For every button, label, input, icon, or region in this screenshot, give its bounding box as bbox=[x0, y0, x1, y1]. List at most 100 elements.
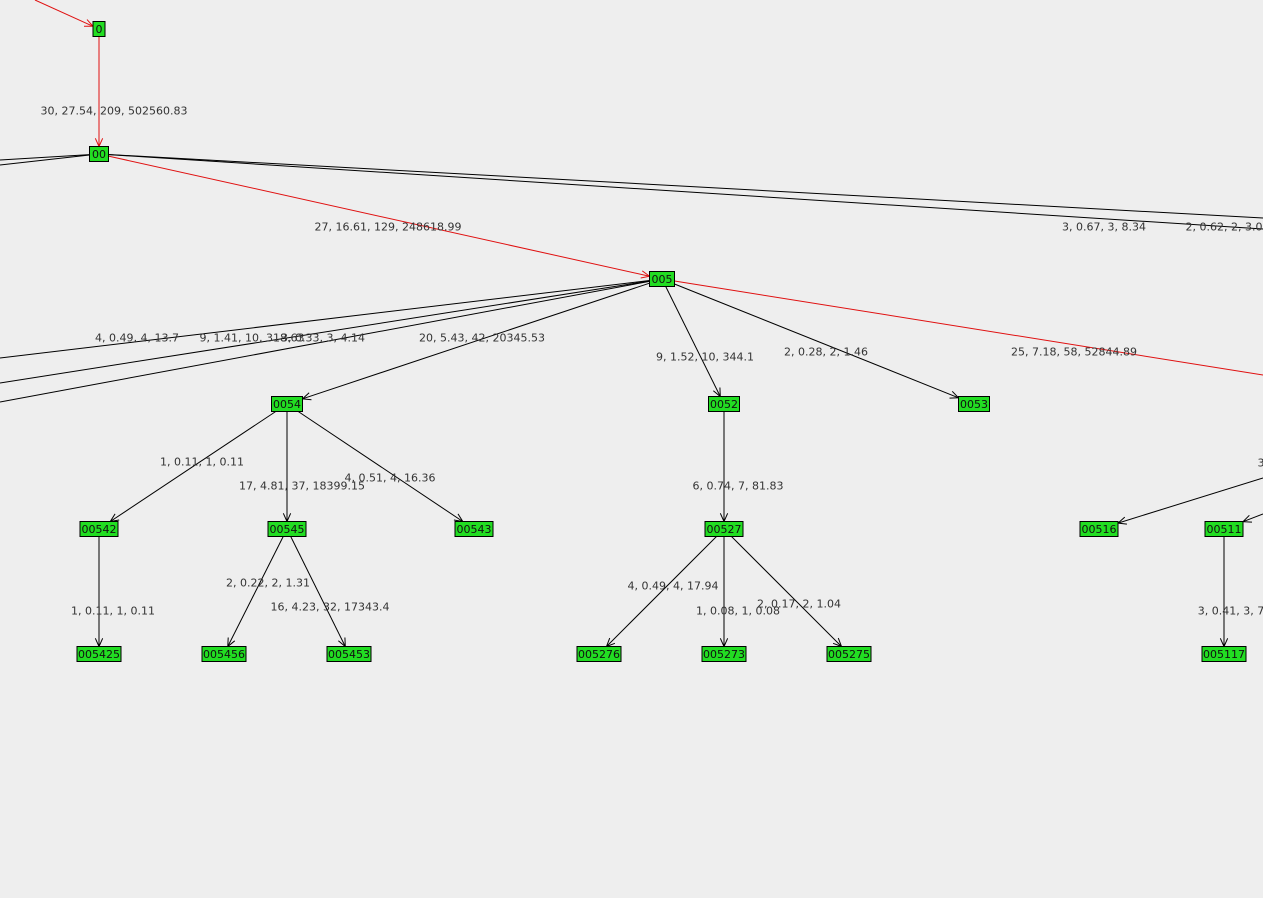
edge-label: 3, 0.41, 3, 7 bbox=[1198, 605, 1263, 618]
node-00545[interactable]: 00545 bbox=[267, 521, 307, 537]
node-00516[interactable]: 00516 bbox=[1079, 521, 1119, 537]
edge-005-left-c bbox=[0, 280, 650, 403]
node-label: 00542 bbox=[82, 523, 117, 536]
node-005273[interactable]: 005273 bbox=[701, 646, 747, 662]
node-00543[interactable]: 00543 bbox=[454, 521, 494, 537]
node-005[interactable]: 005 bbox=[649, 271, 675, 287]
edge-label: 25, 7.18, 58, 52844.89 bbox=[1011, 346, 1137, 359]
edge-label: 2, 0.22, 2, 1.31 bbox=[226, 577, 310, 590]
node-005456[interactable]: 005456 bbox=[201, 646, 247, 662]
edge-00545-005453 bbox=[290, 536, 346, 647]
edge-label: 2, 0.17, 2, 1.04 bbox=[757, 598, 841, 611]
node-label: 00 bbox=[92, 148, 106, 161]
node-label: 0054 bbox=[273, 398, 301, 411]
edge-label: 2, 0.28, 2, 1.46 bbox=[784, 346, 868, 359]
edge-right-00516 bbox=[1117, 477, 1263, 524]
node-box[interactable] bbox=[1079, 521, 1119, 537]
edge-label: 16, 4.23, 32, 17343.4 bbox=[271, 601, 390, 614]
node-label: 005275 bbox=[828, 648, 870, 661]
edge-label: 3 bbox=[1258, 457, 1263, 470]
node-0[interactable]: 0 bbox=[92, 21, 106, 37]
node-box[interactable] bbox=[1204, 521, 1244, 537]
edge-0054-00542 bbox=[110, 411, 276, 522]
node-box[interactable] bbox=[826, 646, 872, 662]
node-00527[interactable]: 00527 bbox=[704, 521, 744, 537]
node-box[interactable] bbox=[76, 646, 122, 662]
edge-005-right bbox=[674, 280, 1263, 376]
edge-label: 6, 0.74, 7, 81.83 bbox=[693, 480, 784, 493]
node-005275[interactable]: 005275 bbox=[826, 646, 872, 662]
node-box[interactable] bbox=[701, 646, 747, 662]
edge-005-0054 bbox=[302, 282, 650, 400]
node-box[interactable] bbox=[201, 646, 247, 662]
node-label: 0 bbox=[96, 23, 103, 36]
node-box[interactable] bbox=[576, 646, 622, 662]
node-label: 005276 bbox=[578, 648, 620, 661]
node-005117[interactable]: 005117 bbox=[1201, 646, 1247, 662]
edge-label: 4, 0.51, 4, 16.36 bbox=[345, 472, 436, 485]
edge-00527-005275 bbox=[731, 536, 842, 647]
node-box[interactable] bbox=[958, 396, 990, 412]
edge-0054-00543 bbox=[297, 411, 464, 522]
node-00[interactable]: 00 bbox=[89, 146, 109, 162]
node-label: 005273 bbox=[703, 648, 745, 661]
edge-label: 1, 0.11, 1, 0.11 bbox=[71, 605, 155, 618]
edge-labels-layer: 30, 27.54, 209, 502560.83 27, 16.61, 129,… bbox=[41, 105, 1263, 618]
node-0052[interactable]: 0052 bbox=[708, 396, 740, 412]
edge-label: 3, 0.67, 3, 8.34 bbox=[1062, 221, 1146, 234]
node-box[interactable] bbox=[271, 396, 303, 412]
node-box[interactable] bbox=[1201, 646, 1247, 662]
edges-layer bbox=[0, 0, 1263, 648]
edge-label: 9, 1.52, 10, 344.1 bbox=[656, 351, 754, 364]
node-005453[interactable]: 005453 bbox=[326, 646, 372, 662]
edge-label: 27, 16.61, 129, 248618.99 bbox=[315, 221, 462, 234]
node-box[interactable] bbox=[267, 521, 307, 537]
edge-00545-005456 bbox=[227, 536, 284, 647]
node-box[interactable] bbox=[704, 521, 744, 537]
node-label: 005 bbox=[652, 273, 673, 286]
edge-005-left-b bbox=[0, 280, 650, 384]
node-label: 0052 bbox=[710, 398, 738, 411]
node-box[interactable] bbox=[92, 21, 106, 37]
node-box[interactable] bbox=[454, 521, 494, 537]
node-label: 00511 bbox=[1207, 523, 1242, 536]
node-005425[interactable]: 005425 bbox=[76, 646, 122, 662]
edge-label: 17, 4.81, 37, 18399.15 bbox=[239, 480, 365, 493]
node-label: 00543 bbox=[457, 523, 492, 536]
node-label: 005425 bbox=[78, 648, 120, 661]
node-box[interactable] bbox=[649, 271, 675, 287]
node-label: 005456 bbox=[203, 648, 245, 661]
edge-right-00511 bbox=[1242, 513, 1263, 523]
node-box[interactable] bbox=[89, 146, 109, 162]
edge-005-left-a bbox=[0, 279, 650, 359]
edge-00-left-a bbox=[0, 154, 90, 161]
edge-label: 1, 0.08, 1, 0.08 bbox=[696, 605, 780, 618]
edge-00527-005276 bbox=[606, 536, 717, 647]
edge-005-0052 bbox=[665, 286, 721, 397]
edge-label: 4, 0.49, 4, 13.7 bbox=[95, 332, 179, 345]
node-005276[interactable]: 005276 bbox=[576, 646, 622, 662]
node-box[interactable] bbox=[708, 396, 740, 412]
edge-00-right-a bbox=[108, 154, 1263, 219]
node-00511[interactable]: 00511 bbox=[1204, 521, 1244, 537]
node-box[interactable] bbox=[326, 646, 372, 662]
node-label: 00516 bbox=[1082, 523, 1117, 536]
node-00542[interactable]: 00542 bbox=[79, 521, 119, 537]
edge-label: 9, 1.41, 10, 318.63 bbox=[200, 332, 305, 345]
edge-00-005 bbox=[108, 155, 650, 277]
edge-root-0 bbox=[34, 0, 94, 27]
node-label: 0053 bbox=[960, 398, 988, 411]
node-0053[interactable]: 0053 bbox=[958, 396, 990, 412]
node-0054[interactable]: 0054 bbox=[271, 396, 303, 412]
node-label: 00527 bbox=[707, 523, 742, 536]
edge-00-right-b bbox=[108, 154, 1263, 230]
edge-label: 30, 27.54, 209, 502560.83 bbox=[41, 105, 188, 118]
edge-label: 1, 0.11, 1, 0.11 bbox=[160, 456, 244, 469]
edge-label: 20, 5.43, 42, 20345.53 bbox=[419, 332, 545, 345]
edge-label: 2, 0.62, 2, 3.0 bbox=[1186, 221, 1263, 234]
node-label: 00545 bbox=[270, 523, 305, 536]
node-label: 005117 bbox=[1203, 648, 1245, 661]
node-label: 005453 bbox=[328, 648, 370, 661]
node-box[interactable] bbox=[79, 521, 119, 537]
